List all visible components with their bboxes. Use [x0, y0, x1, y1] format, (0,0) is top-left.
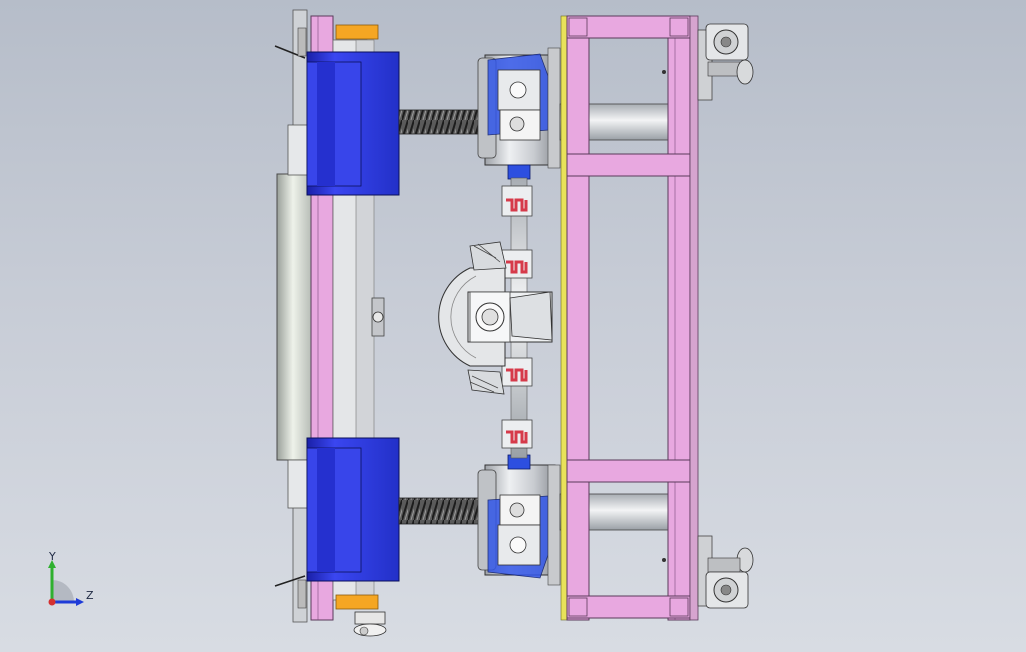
top-caster — [697, 23, 754, 101]
coupling-3 — [501, 357, 533, 387]
triad-y-label: Y — [48, 552, 56, 563]
right-frame — [559, 15, 699, 621]
center-motor-gearbox — [438, 241, 553, 395]
left-cylinder — [276, 173, 318, 461]
triad-z-arrow-icon — [76, 598, 84, 606]
bottom-caster-left — [353, 611, 387, 637]
coupling-1 — [501, 185, 533, 217]
upper-lead-screw — [398, 109, 484, 135]
triad-x-axis-dot — [48, 598, 56, 606]
couplings — [501, 185, 533, 449]
left-linear-module — [274, 9, 400, 637]
yellow-rail — [560, 15, 568, 621]
upper-gearbox — [477, 47, 561, 180]
lower-gearbox — [477, 454, 561, 586]
coordinate-triad[interactable]: Y Z — [40, 552, 100, 612]
lower-lead-screw — [398, 497, 484, 525]
bottom-orange-tab — [335, 594, 379, 610]
coupling-2 — [501, 249, 533, 279]
triad-y-arrow-icon — [48, 560, 56, 568]
triad-quadrant — [52, 580, 74, 602]
bottom-caster-right — [697, 535, 754, 609]
top-orange-tab — [335, 24, 379, 40]
triad-z-label: Z — [86, 589, 94, 602]
coupling-4 — [501, 419, 533, 449]
